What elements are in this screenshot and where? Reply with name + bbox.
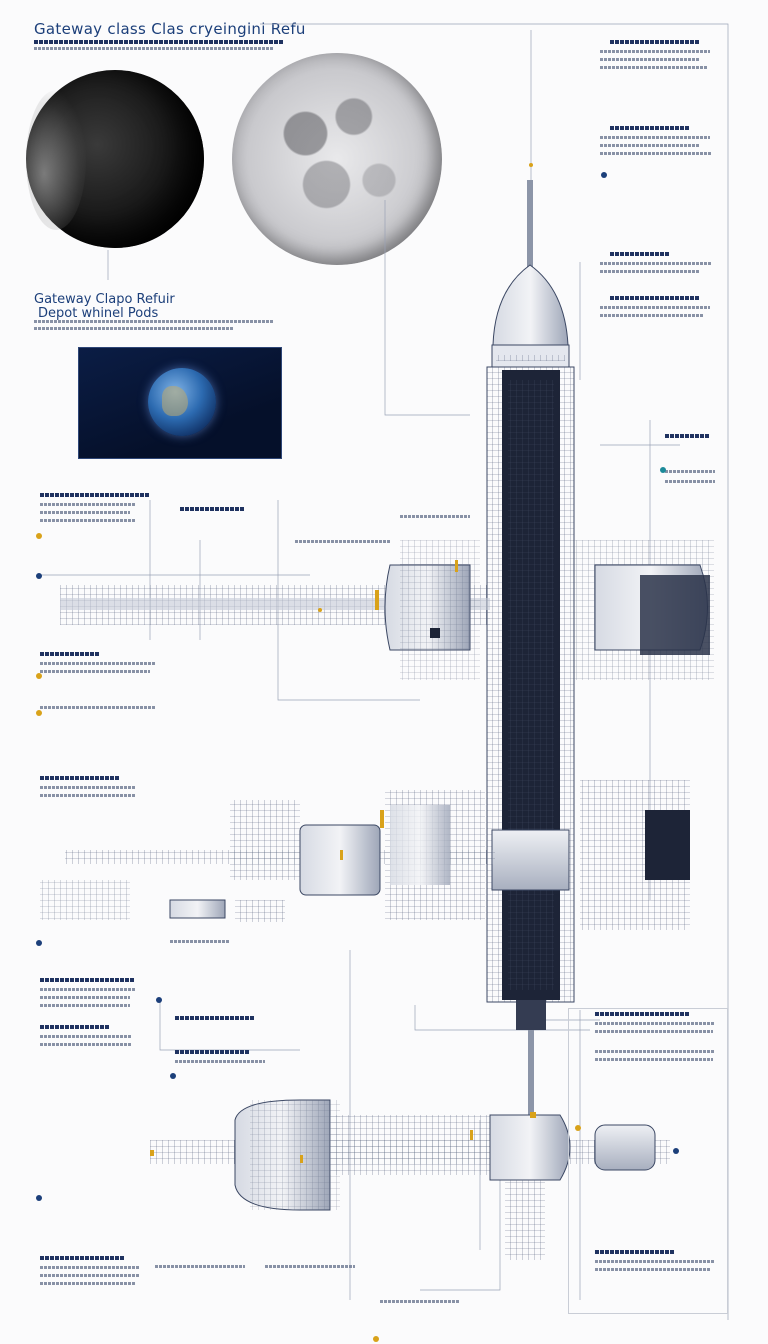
bullet-icon: [36, 710, 42, 716]
callout-block: [40, 794, 135, 797]
section-title-line-1: Gateway Clapo Refuir: [34, 292, 175, 307]
callout-block: [665, 434, 710, 438]
callout-block: [40, 978, 135, 982]
bullet-icon: [36, 533, 42, 539]
callout-block: [40, 1256, 125, 1260]
callout-block: [600, 50, 710, 53]
callout-block: [380, 1300, 460, 1303]
accent-markers: [150, 163, 536, 1163]
bullet-icon: [601, 172, 607, 178]
callout-block: [600, 66, 708, 69]
page-title: Gateway class Clas cryeingini Refu: [34, 20, 306, 38]
callout-block: [665, 470, 715, 473]
callout-block: [40, 1035, 132, 1038]
callout-block: [600, 144, 700, 147]
callout-block: [600, 58, 700, 61]
callout-block: [595, 1050, 715, 1053]
callout-block: [40, 996, 130, 999]
bullet-icon: [660, 467, 666, 473]
callout-block: [595, 1058, 713, 1061]
intro-text: [34, 327, 234, 330]
upper-left-truss: [60, 540, 490, 680]
bullet-icon: [673, 1148, 679, 1154]
callout-block: [40, 1004, 130, 1007]
callout-block: [610, 252, 670, 256]
callout-block: [600, 152, 712, 155]
callout-block: [40, 706, 155, 709]
callout-block: [400, 515, 470, 518]
section-title: Gateway Clapo Refuir Depot whinel Pods: [34, 293, 175, 321]
bullet-icon: [36, 573, 42, 579]
callout-block: [40, 503, 135, 506]
callout-block: [595, 1268, 710, 1271]
callout-block: [40, 988, 135, 991]
callout-block: [180, 507, 245, 511]
callout-block: [40, 493, 150, 497]
callout-block: [155, 1265, 245, 1268]
section-title-line-2: Depot whinel Pods: [38, 306, 159, 321]
bullet-icon: [575, 1125, 581, 1131]
upper-right-module: [574, 540, 714, 930]
bullet-icon: [156, 997, 162, 1003]
callout-block: [665, 480, 715, 483]
callout-block: [600, 262, 712, 265]
callout-block: [40, 670, 150, 673]
middle-left-truss: [40, 790, 495, 922]
callout-block: [40, 786, 135, 789]
intro-text: [34, 40, 284, 44]
bullet-icon: [36, 1195, 42, 1201]
callout-block: [40, 1282, 135, 1285]
callout-block: [595, 1250, 675, 1254]
callout-block: [595, 1012, 690, 1016]
callout-block: [600, 136, 710, 139]
callout-block: [600, 306, 710, 309]
callout-block: [40, 1266, 140, 1269]
bullet-icon: [373, 1336, 379, 1342]
callout-block: [40, 1025, 110, 1029]
lower-station: [150, 1099, 670, 1260]
callout-block: [175, 1050, 250, 1054]
callout-block: [610, 296, 700, 300]
callout-block: [40, 519, 135, 522]
callout-block: [595, 1260, 715, 1263]
callout-block: [600, 314, 704, 317]
callout-block: [175, 1016, 255, 1020]
callout-block: [595, 1030, 713, 1033]
callout-block: [295, 540, 390, 543]
bullet-icon: [36, 940, 42, 946]
callout-block: [265, 1265, 355, 1268]
central-tower: [486, 180, 575, 1130]
callout-block: [175, 1060, 265, 1063]
callout-block: [610, 40, 700, 44]
callout-block: [40, 1043, 132, 1046]
callout-block: [40, 662, 155, 665]
callout-block: [40, 1274, 140, 1277]
callout-block: [40, 511, 130, 514]
intro-text: [34, 320, 274, 323]
callout-block: [40, 652, 100, 656]
callout-block: [600, 270, 700, 273]
intro-text: [34, 47, 274, 50]
callout-block: [610, 126, 690, 130]
bullet-icon: [36, 673, 42, 679]
bullet-icon: [170, 1073, 176, 1079]
earth-icon: [148, 368, 216, 436]
callout-block: [40, 776, 120, 780]
moon-full-icon: [232, 53, 442, 265]
callout-block: [170, 940, 230, 943]
moon-dark-icon: [26, 70, 204, 248]
callout-block: [595, 1022, 715, 1025]
spec-panel: [568, 1008, 728, 1314]
